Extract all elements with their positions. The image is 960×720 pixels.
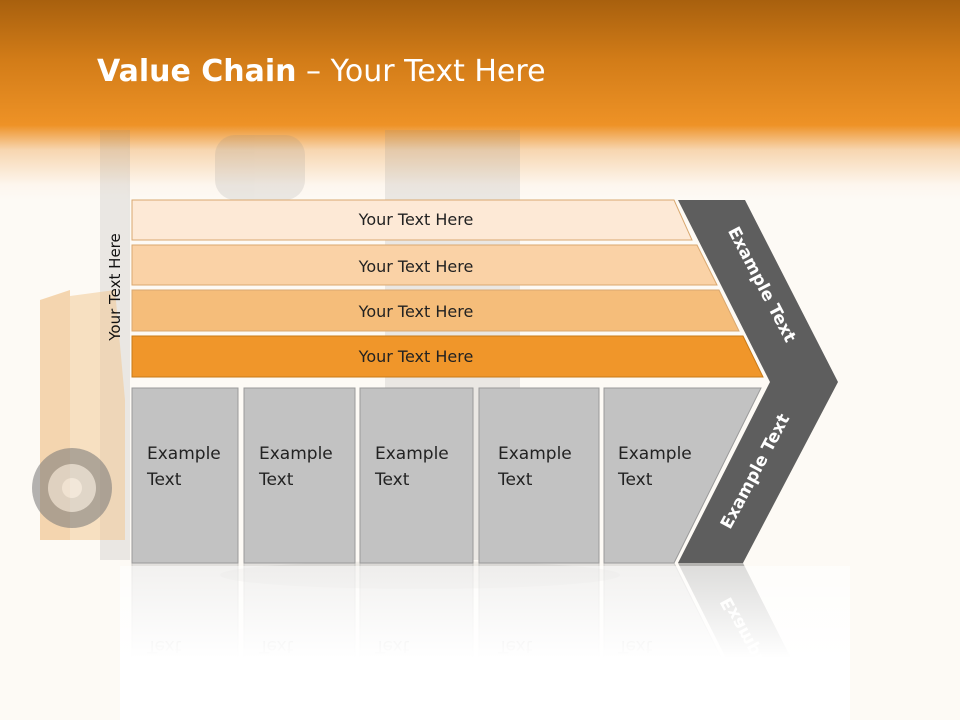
bar-2-label: Your Text Here [358,257,474,276]
box-3-line1: Example [375,444,449,464]
slide-title: Value Chain – Your Text Here [97,54,546,89]
box-3-line2: Text [374,470,410,490]
box-1-line2: Text [146,470,182,490]
box-2-line2: Text [258,470,294,490]
box-4: Example Text [478,387,600,564]
bar-1: Your Text Here [131,199,693,241]
box-5: Example Text [603,387,762,564]
box-5-line2: Text [617,470,653,490]
chevron-arrow [678,200,838,563]
title-bold: Value Chain [97,54,297,89]
reflection-fade [120,566,850,720]
box-5-line1: Example [618,444,692,464]
box-1: Example Text [131,387,239,564]
title-rest: – Your Text Here [296,54,546,89]
bar-3: Your Text Here [131,289,740,332]
bar-2: Your Text Here [131,244,718,286]
box-1-line1: Example [147,444,221,464]
header-band [0,0,960,200]
bar-4-label: Your Text Here [358,347,474,366]
box-4-line2: Text [497,470,533,490]
box-3: Example Text [359,387,474,564]
box-2: Example Text [243,387,356,564]
bar-4: Your Text Here [131,335,764,378]
box-2-line1: Example [259,444,333,464]
bar-1-label: Your Text Here [358,210,474,229]
bar-3-label: Your Text Here [358,302,474,321]
box-4-line1: Example [498,444,572,464]
